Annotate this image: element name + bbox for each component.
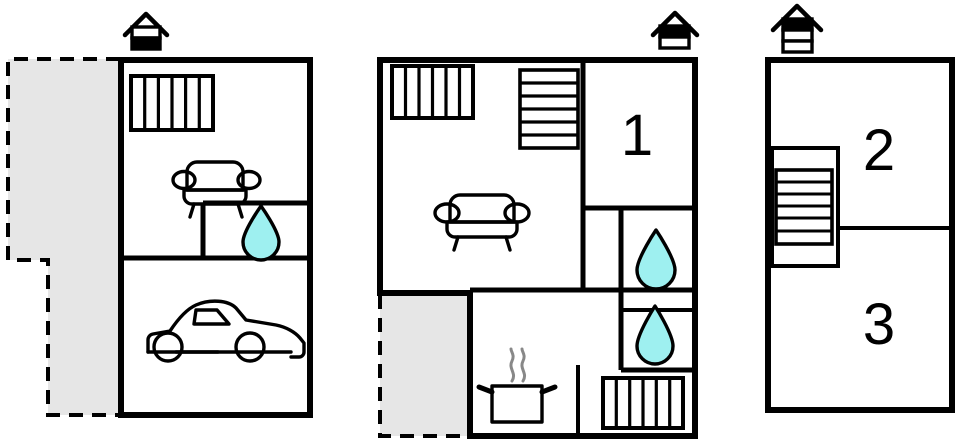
room-label-bedroom-3: 3 <box>863 292 895 357</box>
terrace-dashed-outline <box>378 291 475 438</box>
terrace-shaded-area <box>380 293 470 436</box>
cooking-pot-icon <box>476 347 558 424</box>
level-ground-group <box>6 57 313 418</box>
terrace-shaded-area <box>8 59 120 415</box>
wardrobe-icon <box>129 74 215 132</box>
room-label-bedroom-1: 1 <box>621 103 653 168</box>
wardrobe-icon <box>390 64 475 120</box>
staircase-icon <box>518 68 580 150</box>
level-middle-group: 1 <box>377 57 698 439</box>
water-drop-icon <box>241 204 281 262</box>
house-icon-top-floor <box>770 3 824 54</box>
terrace-dashed-outline <box>6 57 126 417</box>
sofa-icon <box>433 193 531 252</box>
staircase-icon <box>770 146 840 268</box>
building-outline <box>377 57 698 439</box>
house-icon-ground-floor <box>122 11 170 51</box>
water-drop-icon-upper <box>635 228 677 291</box>
house-icon-middle-floor <box>650 10 700 50</box>
car-icon <box>146 299 306 363</box>
room-label-bedroom-2: 2 <box>863 118 895 183</box>
sofa-icon <box>171 160 262 219</box>
wardrobe-icon-lower <box>601 376 685 430</box>
water-drop-icon-lower <box>635 304 675 366</box>
level-top-group: 2 3 <box>765 57 955 413</box>
